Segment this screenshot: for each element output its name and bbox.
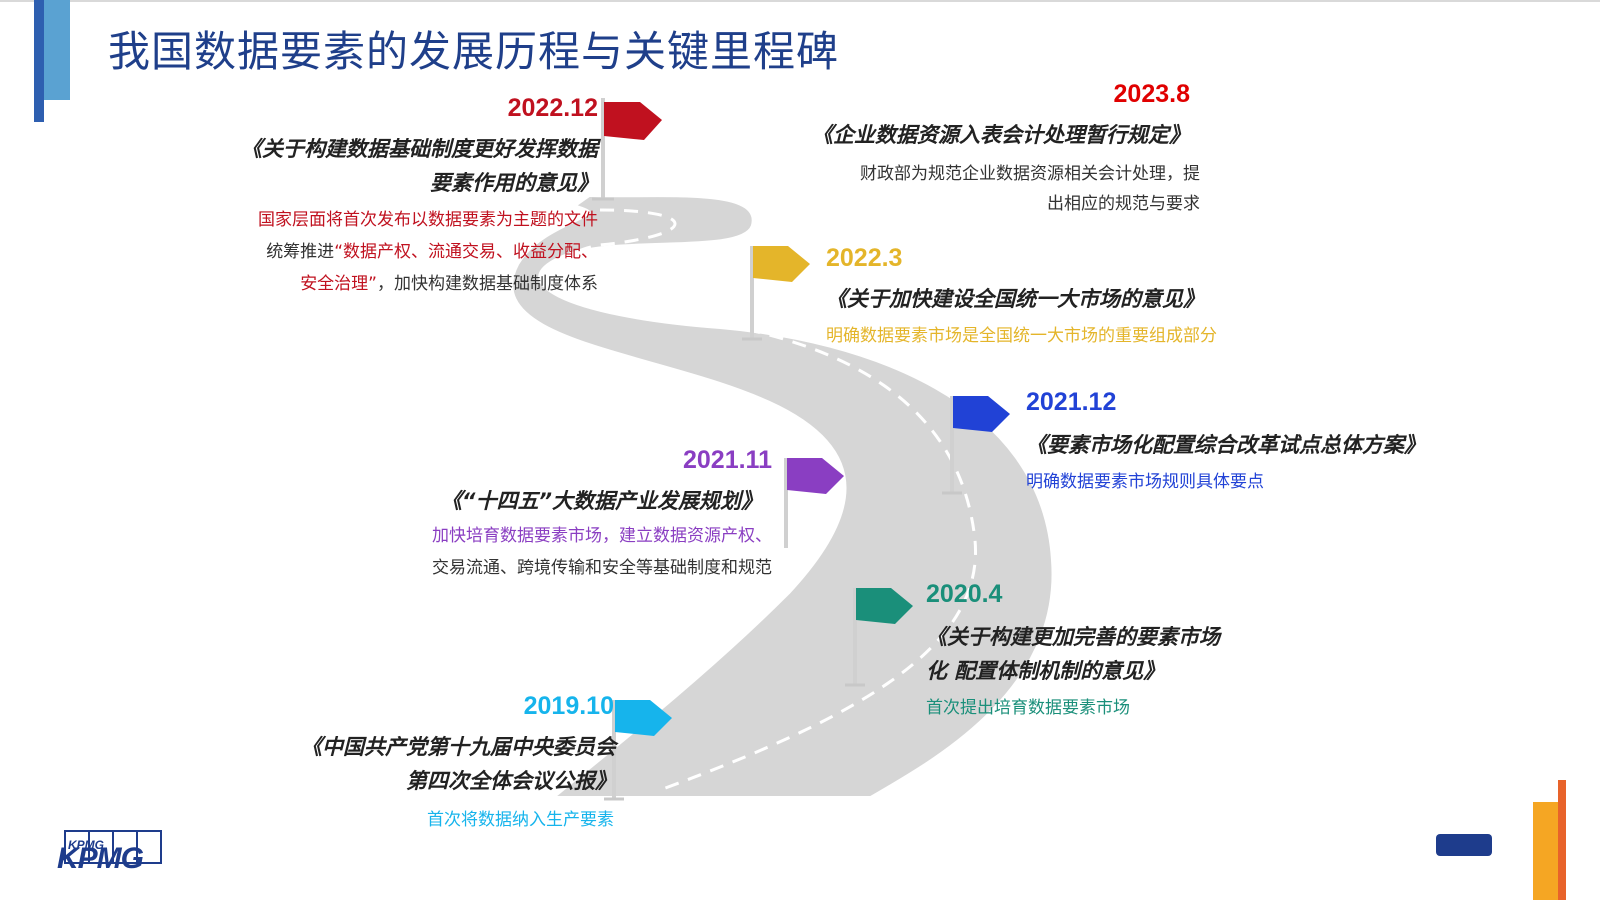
flag-2021-11	[784, 458, 844, 548]
decorative-pill	[1436, 834, 1492, 856]
milestone-2020-4-date: 2020.4	[926, 580, 1003, 608]
milestone-2021-11-desc-line1: 加快培育数据要素市场，建立数据资源产权、	[432, 526, 772, 546]
top-border-line	[0, 0, 1600, 2]
milestone-2021-11-desc-line2: 交易流通、跨境传输和安全等基础制度和规范	[432, 558, 772, 578]
flag-2022-3	[750, 246, 810, 338]
milestone-2022-12-date: 2022.12	[507, 94, 598, 122]
milestone-2023-8-date: 2023.8	[1113, 80, 1190, 108]
accent-bar-blue	[34, 0, 44, 122]
milestone-2019-10-date: 2019.10	[523, 692, 614, 720]
milestone-2022-3-desc: 明确数据要素市场是全国统一大市场的重要组成部分	[826, 326, 1217, 346]
page-title: 我国数据要素的发展历程与关键里程碑	[108, 27, 840, 76]
kpmg-logo-small-text: KPMG	[68, 838, 104, 852]
milestone-2022-3-doc: 《关于加快建设全国统一大市场的意见》	[826, 287, 1204, 311]
kpmg-logo-boxes	[64, 830, 162, 868]
milestone-2020-4-desc: 首次提出培育数据要素市场	[926, 698, 1130, 718]
milestone-2019-10-desc: 首次将数据纳入生产要素	[427, 810, 614, 830]
desc-line3-part-b: ，加快构建数据基础制度体系	[377, 274, 598, 294]
milestone-2023-8-desc-line2: 出相应的规范与要求	[1047, 194, 1200, 214]
accent-bar-orange	[1533, 802, 1558, 900]
milestone-2020-4-doc-line1: 《关于构建更加完善的要素市场	[926, 625, 1220, 649]
accent-bar-red	[1558, 780, 1566, 900]
milestone-2023-8-doc: 《企业数据资源入表会计处理暂行规定》	[812, 123, 1190, 147]
milestone-2021-11-doc: 《“十四五”大数据产业发展规划》	[440, 489, 762, 513]
milestone-2022-12-doc-line2: 要素作用的意见》	[430, 171, 598, 195]
desc-line2-part-b: “数据产权、流通交易、收益分配、	[334, 242, 598, 262]
flag-2020-4	[853, 588, 913, 684]
milestone-2020-4-doc-line2: 化 配置体制机制的意见》	[926, 659, 1165, 683]
flag-2022-12	[601, 98, 662, 198]
milestone-2019-10-doc-line2: 第四次全体会议公报》	[406, 769, 616, 793]
flag-2019-10	[612, 700, 672, 798]
milestone-2021-12-doc: 《要素市场化配置综合改革试点总体方案》	[1026, 433, 1425, 457]
milestone-2022-12-desc-line2: 统筹推进“数据产权、流通交易、收益分配、	[266, 236, 598, 268]
milestone-2023-8-desc-line1: 财政部为规范企业数据资源相关会计处理，提	[860, 164, 1200, 184]
milestone-2022-12-desc-line3: 安全治理”，加快构建数据基础制度体系	[300, 268, 598, 300]
road-shape	[513, 196, 1052, 796]
milestone-2021-11-date: 2021.11	[683, 446, 772, 474]
milestone-2021-12-date: 2021.12	[1026, 388, 1117, 416]
desc-line3-part-a: 安全治理”	[300, 274, 377, 294]
milestone-2022-12-doc-line1: 《关于构建数据基础制度更好发挥数据	[241, 137, 598, 161]
desc-line2-part-a: 统筹推进	[266, 242, 335, 262]
milestone-2022-3-date: 2022.3	[826, 244, 903, 272]
accent-bar-light-blue	[44, 0, 70, 100]
flag-2021-12	[950, 396, 1010, 492]
milestone-2022-12-desc-line1: 国家层面将首次发布以数据要素为主题的文件	[258, 210, 598, 230]
milestone-2021-12-desc: 明确数据要素市场规则具体要点	[1026, 472, 1264, 492]
kpmg-logo: KPMG	[57, 842, 144, 875]
road-center-dashes	[560, 208, 977, 792]
milestone-2019-10-doc-line1: 《中国共产党第十九届中央委员会	[301, 735, 616, 759]
